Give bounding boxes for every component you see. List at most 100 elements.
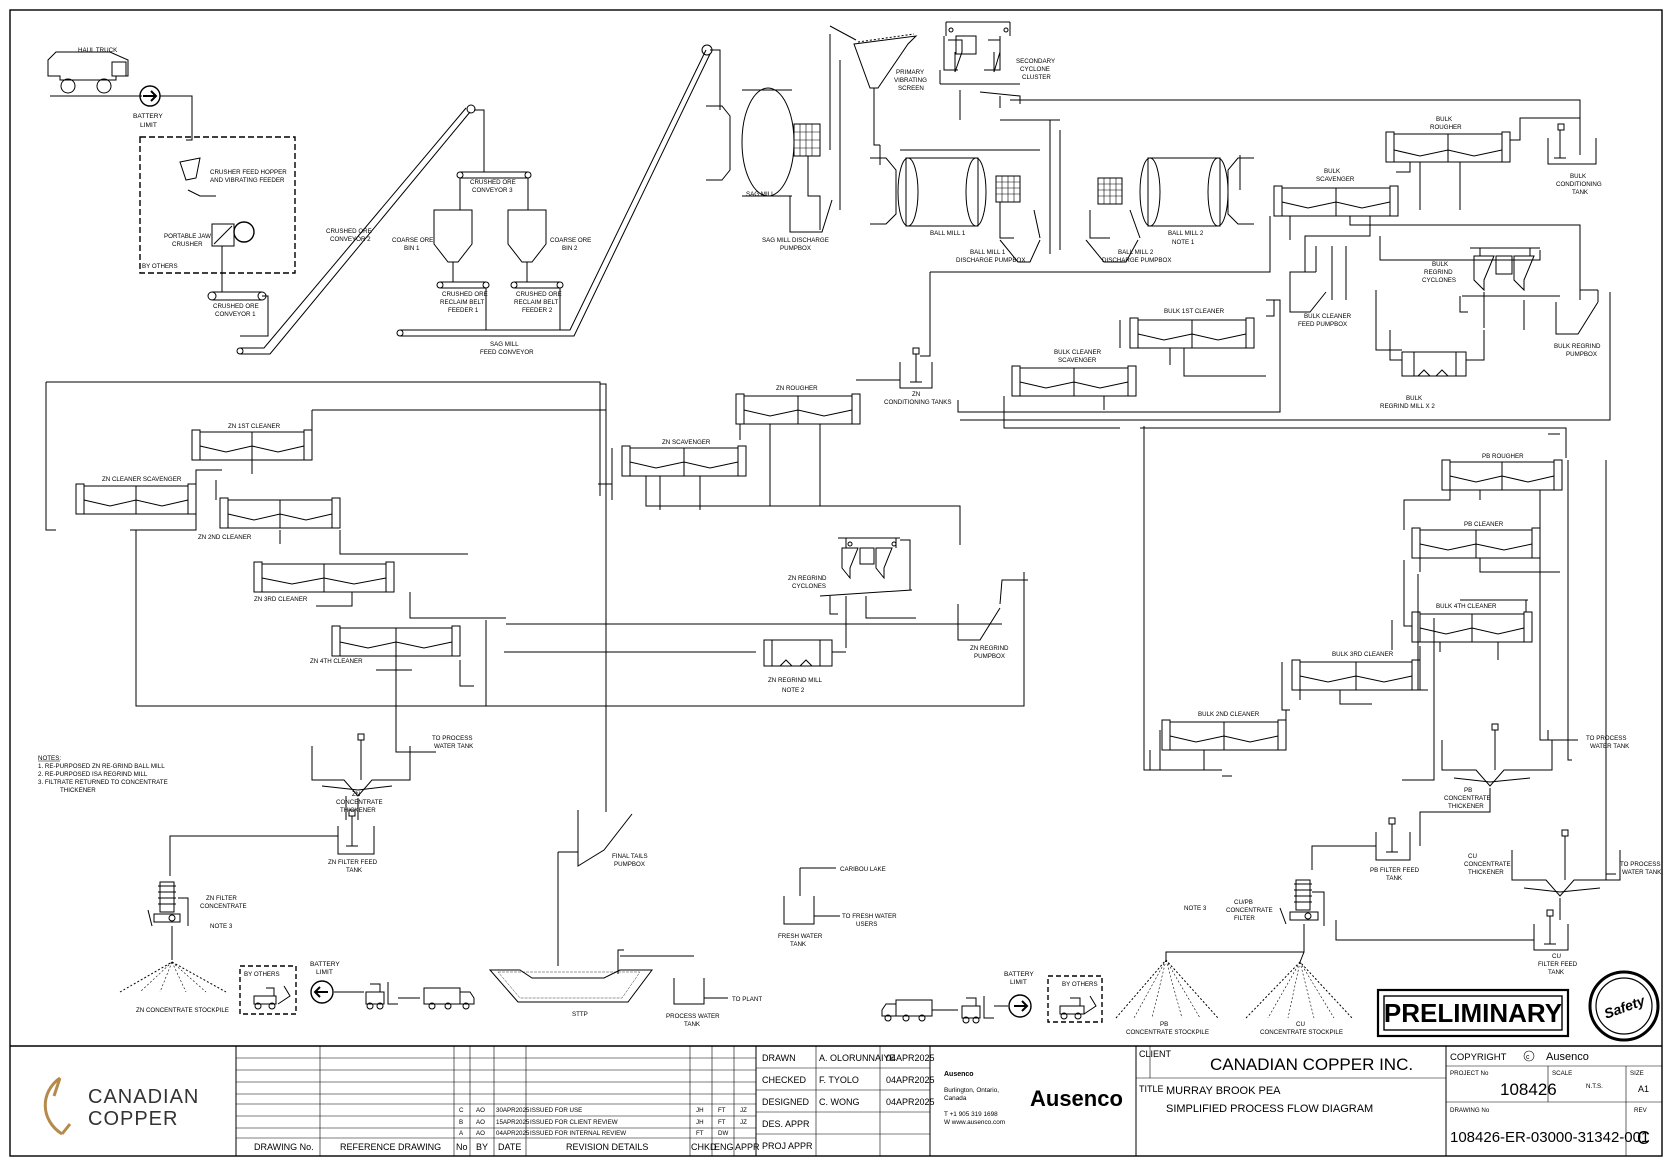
bulk-regrind-cyclones bbox=[1462, 247, 1560, 297]
svg-text:TANK: TANK bbox=[1548, 969, 1565, 976]
project-no: 108426 bbox=[1500, 1080, 1557, 1099]
final-tails-pumpbox bbox=[577, 810, 633, 867]
svg-text:BALL MILL 1: BALL MILL 1 bbox=[970, 249, 1006, 256]
note-2: 2. RE-PURPOSED ISA REGRIND MILL bbox=[38, 771, 148, 778]
signoff-row: DES. APPR bbox=[762, 1119, 810, 1129]
bm2-pumpbox bbox=[1085, 239, 1139, 263]
svg-text:FILTER: FILTER bbox=[1234, 915, 1255, 922]
svg-text:SECONDARY: SECONDARY bbox=[1016, 58, 1055, 65]
svg-text:A: A bbox=[459, 1130, 464, 1137]
col-drawing-no: DRAWING No. bbox=[254, 1142, 314, 1152]
svg-text:FEEDER 2: FEEDER 2 bbox=[522, 307, 553, 314]
svg-text:ZN: ZN bbox=[352, 791, 360, 798]
title-block-frame bbox=[10, 1045, 1662, 1156]
svg-text:PUMPBOX: PUMPBOX bbox=[1566, 351, 1597, 358]
ball-mill-2 bbox=[1097, 157, 1254, 227]
svg-text:CRUSHER FEED HOPPER: CRUSHER FEED HOPPER bbox=[210, 169, 287, 176]
company-phone: T +1 905 319 1698 bbox=[944, 1111, 998, 1118]
loader-icon-right bbox=[1059, 995, 1097, 1020]
svg-text:30APR2025: 30APR2025 bbox=[496, 1107, 530, 1114]
project-label: PROJECT No bbox=[1450, 1070, 1489, 1077]
svg-text:ZN 3RD CLEANER: ZN 3RD CLEANER bbox=[254, 596, 308, 603]
safety-logo-icon bbox=[1588, 970, 1660, 1042]
title-line2: SIMPLIFIED PROCESS FLOW DIAGRAM bbox=[1166, 1103, 1373, 1115]
svg-text:BULK: BULK bbox=[1436, 116, 1453, 123]
svg-text:COARSE ORE: COARSE ORE bbox=[392, 237, 433, 244]
haul-truck-icon bbox=[47, 51, 129, 94]
svg-text:FEED PUMPBOX: FEED PUMPBOX bbox=[1298, 321, 1347, 328]
svg-text:CONDITIONING TANKS: CONDITIONING TANKS bbox=[884, 399, 952, 406]
svg-text:CONCENTRATE STOCKPILE: CONCENTRATE STOCKPILE bbox=[1126, 1029, 1209, 1036]
notes-heading: NOTES: bbox=[38, 755, 61, 762]
svg-text:AO: AO bbox=[476, 1107, 485, 1114]
svg-text:ISSUED FOR USE: ISSUED FOR USE bbox=[530, 1107, 582, 1114]
crushed-ore-conveyor-3 bbox=[456, 171, 532, 179]
col-date: DATE bbox=[498, 1142, 521, 1152]
svg-text:ZN SCAVENGER: ZN SCAVENGER bbox=[662, 439, 711, 446]
svg-text:ISSUED FOR CLIENT REVIEW: ISSUED FOR CLIENT REVIEW bbox=[530, 1119, 618, 1126]
svg-text:DISCHARGE PUMPBOX: DISCHARGE PUMPBOX bbox=[1102, 257, 1171, 264]
svg-text:CONCENTRATE STOCKPILE: CONCENTRATE STOCKPILE bbox=[1260, 1029, 1343, 1036]
bulk-conditioning-tank bbox=[1547, 123, 1597, 165]
forklift-icon-right bbox=[961, 996, 994, 1024]
loader-icon-left bbox=[253, 985, 291, 1010]
bulk-1st-cleaner-cell bbox=[1129, 317, 1255, 349]
revision-row: A AO 04APR2025 ISSUED FOR INTERNAL REVIE… bbox=[459, 1130, 728, 1137]
svg-text:CONCENTRATE: CONCENTRATE bbox=[1226, 907, 1273, 914]
svg-text:SAG MILL: SAG MILL bbox=[746, 191, 775, 198]
client-logo-line2: COPPER bbox=[88, 1108, 178, 1130]
company-web: W www.ausenco.com bbox=[944, 1119, 1005, 1126]
svg-text:CRUSHED ORE: CRUSHED ORE bbox=[470, 179, 516, 186]
svg-text:BULK 3RD CLEANER: BULK 3RD CLEANER bbox=[1332, 651, 1394, 658]
bulk-cleaner-scavenger-cell bbox=[1011, 365, 1137, 397]
truck-icon-right bbox=[881, 999, 933, 1022]
sheet-border bbox=[9, 9, 1663, 1157]
svg-text:ROUGHER: ROUGHER bbox=[1430, 124, 1462, 131]
svg-text:CYCLONES: CYCLONES bbox=[1422, 277, 1456, 284]
svg-text:TANK: TANK bbox=[684, 1021, 701, 1028]
zn-concentrate-thickener bbox=[311, 733, 411, 797]
svg-text:DRAWN: DRAWN bbox=[762, 1053, 796, 1063]
svg-text:CONDITIONING: CONDITIONING bbox=[1556, 181, 1602, 188]
svg-text:CONVEYOR 1: CONVEYOR 1 bbox=[215, 311, 256, 318]
svg-text:FILTER FEED: FILTER FEED bbox=[1538, 961, 1578, 968]
svg-text:ISSUED FOR INTERNAL REVIEW: ISSUED FOR INTERNAL REVIEW bbox=[530, 1130, 626, 1137]
svg-text:BULK: BULK bbox=[1432, 261, 1449, 268]
svg-text:TANK: TANK bbox=[346, 867, 363, 874]
svg-text:STTP: STTP bbox=[572, 1011, 588, 1018]
truck-icon-left bbox=[423, 987, 475, 1010]
zn-scavenger-cell bbox=[621, 445, 747, 477]
svg-text:RECLAIM BELT: RECLAIM BELT bbox=[440, 299, 484, 306]
zn-regrind-cyclones bbox=[838, 537, 900, 580]
col-eng: ENG bbox=[714, 1142, 734, 1152]
company-addr1: Burlington, Ontario, bbox=[944, 1087, 999, 1094]
revision-row: B AO 15APR2025 ISSUED FOR CLIENT REVIEW … bbox=[459, 1119, 747, 1126]
svg-text:PB ROUGHER: PB ROUGHER bbox=[1482, 453, 1524, 460]
svg-text:BIN 2: BIN 2 bbox=[562, 245, 578, 252]
svg-text:WATER TANK: WATER TANK bbox=[1622, 869, 1662, 876]
svg-text:CONCENTRATE: CONCENTRATE bbox=[200, 903, 247, 910]
svg-text:ZN ROUGHER: ZN ROUGHER bbox=[776, 385, 818, 392]
svg-text:CRUSHED ORE: CRUSHED ORE bbox=[442, 291, 488, 298]
col-no: No bbox=[456, 1142, 468, 1152]
pb-rougher-cell bbox=[1441, 459, 1563, 491]
copyright-label: COPYRIGHT bbox=[1450, 1052, 1507, 1063]
bulk-scavenger-cell bbox=[1273, 185, 1399, 217]
title-label: TITLE bbox=[1139, 1084, 1164, 1094]
size-value: A1 bbox=[1638, 1084, 1649, 1094]
svg-text:CONVEYOR 2: CONVEYOR 2 bbox=[330, 236, 371, 243]
svg-text:FT: FT bbox=[718, 1107, 726, 1114]
svg-text:BY OTHERS: BY OTHERS bbox=[142, 263, 178, 270]
svg-text:FT: FT bbox=[718, 1119, 726, 1126]
svg-text:CRUSHED ORE: CRUSHED ORE bbox=[326, 228, 372, 235]
cu-concentrate-stockpile bbox=[1245, 961, 1353, 1019]
coarse-ore-bin-2 bbox=[507, 209, 547, 263]
svg-text:CONCENTRATE: CONCENTRATE bbox=[336, 799, 383, 806]
svg-text:PB: PB bbox=[1160, 1021, 1168, 1028]
col-chkd: CHKD bbox=[691, 1142, 717, 1152]
battery-limit-arrow-top-icon bbox=[139, 85, 161, 107]
zn-3rd-cleaner-cell bbox=[253, 561, 395, 593]
svg-text:DES. APPR: DES. APPR bbox=[762, 1119, 810, 1129]
svg-text:F. TYOLO: F. TYOLO bbox=[819, 1075, 859, 1085]
